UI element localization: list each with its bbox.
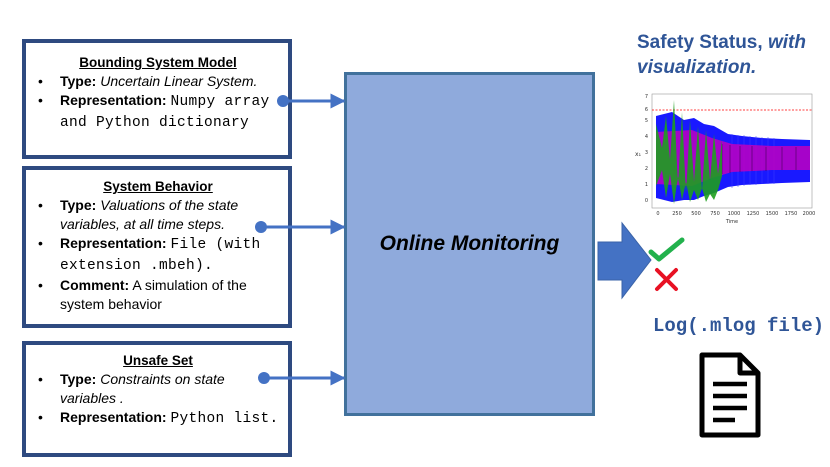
list-item: Type: Constraints on state variables . xyxy=(38,370,284,408)
box-title: System Behavior xyxy=(103,179,213,194)
y-tick: 1 xyxy=(645,182,648,188)
list-item: Comment: A simulation of the system beha… xyxy=(38,276,284,314)
y-tick: 6 xyxy=(645,107,648,113)
x-tick: 750 xyxy=(710,211,720,217)
list-item: Type: Uncertain Linear System. xyxy=(38,72,284,91)
y-tick: 0 xyxy=(645,198,648,204)
output-arrow xyxy=(597,221,652,300)
x-tick: 0 xyxy=(656,211,659,217)
x-tick: 1500 xyxy=(766,211,779,217)
y-tick: 5 xyxy=(645,118,648,124)
bounding-system-model-box: Bounding System Model Type: Uncertain Li… xyxy=(22,39,292,159)
unsafe-set-box: Unsafe Set Type: Constraints on state va… xyxy=(22,341,292,457)
y-tick: 3 xyxy=(645,150,648,156)
y-ticks: 0 1 2 3 4 5 6 7 xyxy=(645,94,648,204)
y-tick: 2 xyxy=(645,166,648,172)
online-monitoring-label: Online Monitoring xyxy=(379,232,560,255)
y-tick: 4 xyxy=(645,134,648,140)
document-icon xyxy=(699,352,761,438)
online-monitoring-box: Online Monitoring xyxy=(344,72,595,416)
x-tick: 1000 xyxy=(728,211,741,217)
x-tick: 1750 xyxy=(785,211,798,217)
system-behavior-box: System Behavior Type: Valuations of the … xyxy=(22,166,292,328)
cross-icon xyxy=(655,268,678,291)
list-item: Type: Valuations of the state variables,… xyxy=(38,196,284,234)
safety-plot: 0 1 2 3 4 5 6 7 0 250 500 750 1000 1250 … xyxy=(635,93,815,225)
check-icon xyxy=(648,237,685,262)
green-series xyxy=(656,100,722,204)
y-tick: 7 xyxy=(645,94,648,100)
list-item: Representation: Numpy array and Python d… xyxy=(38,91,284,133)
connector-bounding xyxy=(277,93,346,109)
box-title: Bounding System Model xyxy=(79,55,237,70)
connector-behavior xyxy=(255,219,346,235)
connector-unsafe xyxy=(258,370,346,386)
x-axis-label: Time xyxy=(725,219,738,225)
x-tick: 250 xyxy=(672,211,682,217)
x-tick: 500 xyxy=(691,211,701,217)
x-tick: 2000 xyxy=(803,211,816,217)
x-tick: 1250 xyxy=(747,211,760,217)
y-axis-label: x₁ xyxy=(635,151,642,158)
log-label: Log(.mlog file) xyxy=(653,315,825,337)
safety-status-title: Safety Status, with visualization. xyxy=(637,32,806,78)
magenta-band xyxy=(656,130,810,186)
list-item: Representation: Python list. xyxy=(38,408,284,429)
list-item: Representation: File (with extension .mb… xyxy=(38,234,284,276)
box-title: Unsafe Set xyxy=(123,353,193,368)
x-ticks: 0 250 500 750 1000 1250 1500 1750 2000 xyxy=(656,211,815,217)
